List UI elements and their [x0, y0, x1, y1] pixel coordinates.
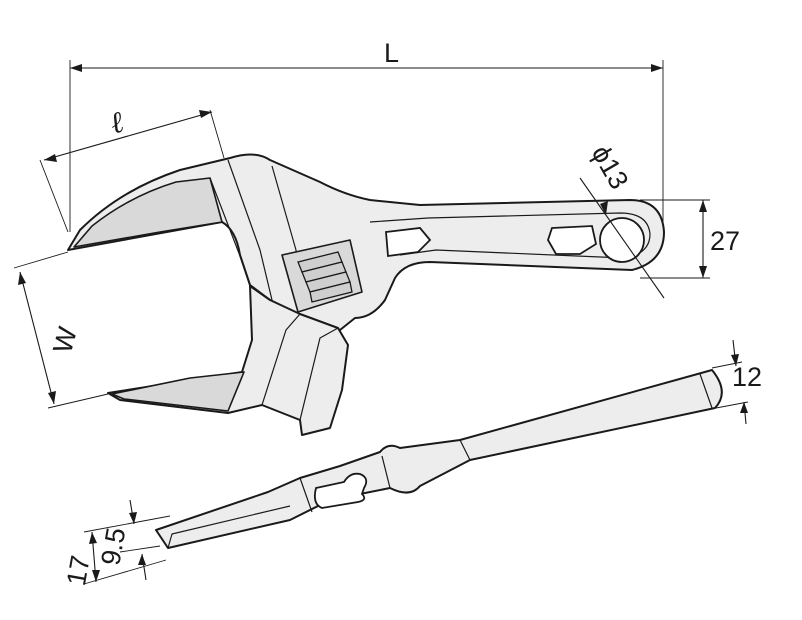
- lower-jaw-face: [111, 371, 245, 412]
- side-profile-lines: [167, 373, 713, 549]
- side-profile-outline: [155, 369, 723, 549]
- head-block-lines: [209, 159, 339, 421]
- handle-window-left: [385, 227, 432, 258]
- wrench-side-view: [155, 369, 723, 549]
- keyhole-slot: [313, 472, 368, 509]
- label-17: 17: [61, 553, 96, 588]
- label-27: 27: [710, 226, 740, 256]
- label-L: L: [384, 38, 399, 68]
- handle-window-right: [547, 225, 598, 255]
- label-W: W: [47, 323, 83, 356]
- dimension-labels: L ℓ W ϕ13 27 12 9.5 17: [47, 38, 762, 588]
- hang-hole: [599, 217, 645, 263]
- label-9-5: 9.5: [95, 525, 131, 567]
- dimension-lines: [13, 60, 749, 585]
- label-12: 12: [732, 362, 762, 392]
- worm-screw: [297, 251, 353, 303]
- upper-jaw-face: [73, 177, 223, 248]
- label-l: ℓ: [106, 105, 128, 140]
- label-phi13: ϕ13: [586, 140, 635, 194]
- wrench-top-view: [67, 153, 665, 436]
- wrench-body-outline: [67, 153, 665, 331]
